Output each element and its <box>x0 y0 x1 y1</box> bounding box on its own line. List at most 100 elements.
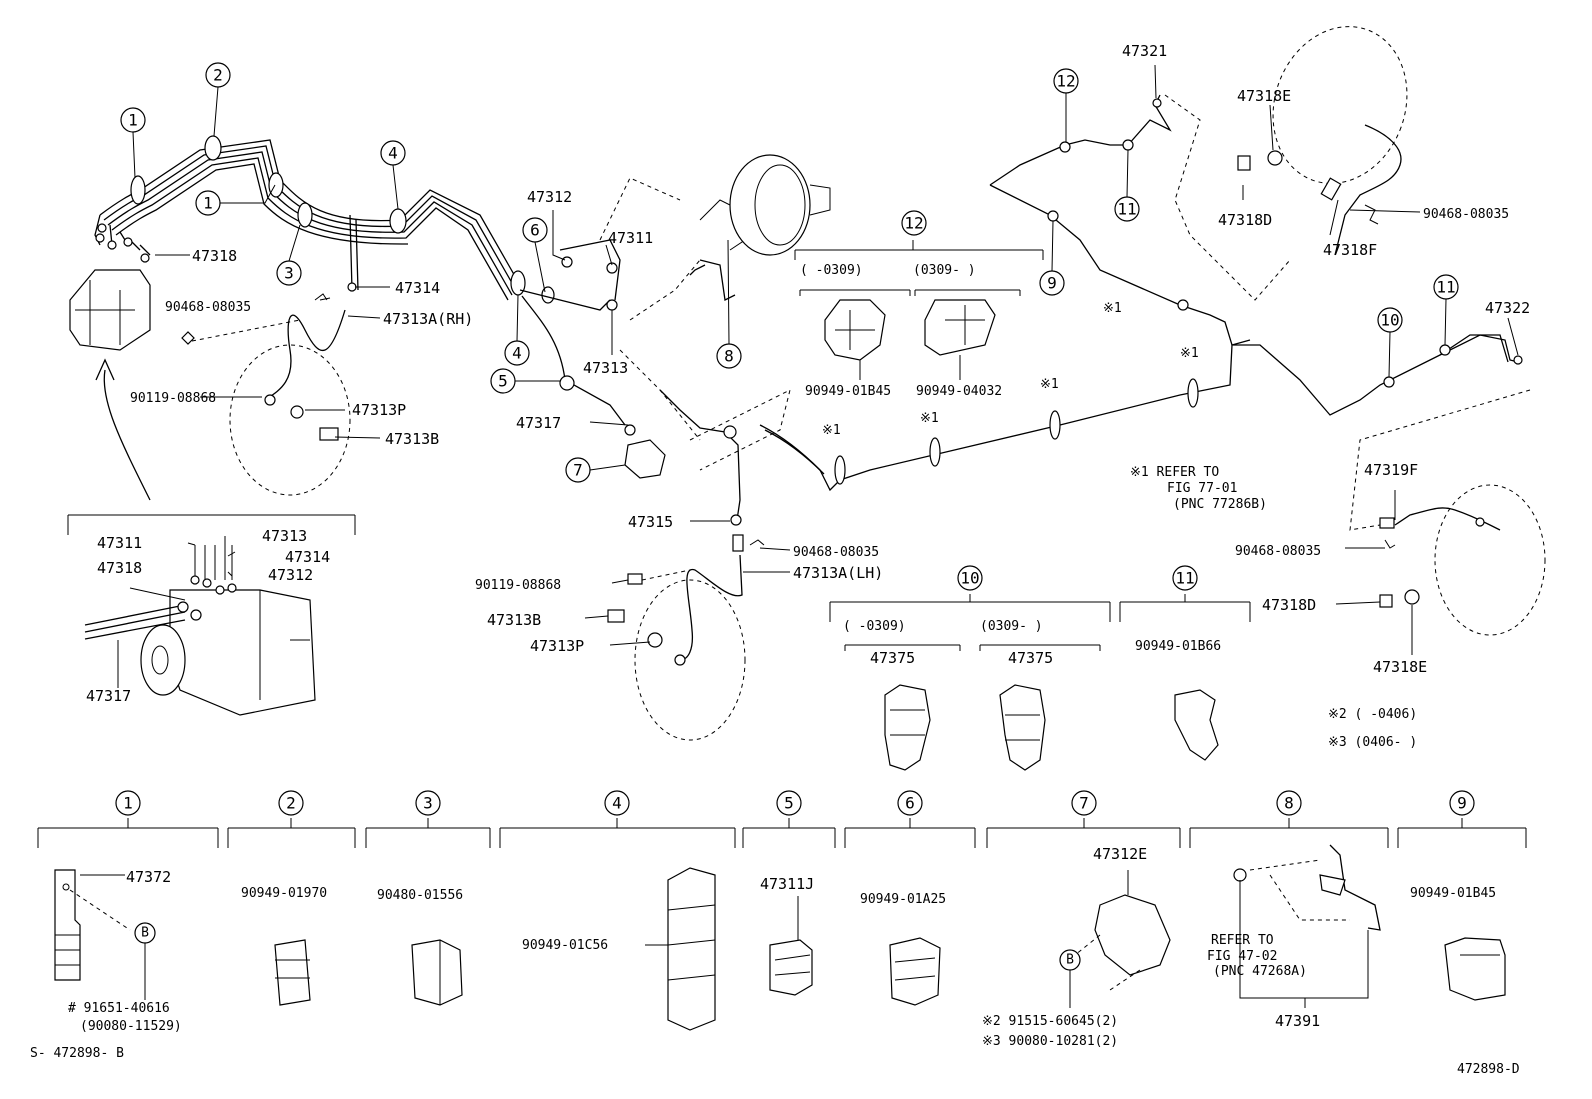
bottom-label-refer3: (PNC 47268A) <box>1213 964 1307 979</box>
label-47314: 47314 <box>395 279 440 297</box>
bottom-label-90949-01A25: 90949-01A25 <box>860 892 946 907</box>
label-90468-b: 90468-08035 <box>793 545 879 560</box>
label-47319F: 47319F <box>1364 461 1418 479</box>
label-47318E-a: 47318E <box>1237 87 1291 105</box>
callout-3a: 3 <box>284 264 294 283</box>
bottom-label-90949-01C56: 90949-01C56 <box>522 938 608 953</box>
label-47317: 47317 <box>516 414 561 432</box>
leader-lines <box>80 64 1519 1008</box>
inset-label-47314: 47314 <box>285 548 330 566</box>
bottom-label-47312E: 47312E <box>1093 845 1147 863</box>
callout-b-a: B <box>141 926 149 941</box>
callout-12b: 12 <box>1056 72 1075 91</box>
lh-brake-hose <box>607 514 765 741</box>
bottom-label-91651: # 91651-40616 <box>68 1001 170 1016</box>
bottom-brackets <box>37 818 1527 848</box>
label-star1-b: ※1 <box>1180 346 1199 361</box>
callout-9a: 9 <box>1047 274 1057 293</box>
label-47313B-b: 47313B <box>487 611 541 629</box>
label-refer-note-2: FIG 77-01 <box>1167 481 1237 496</box>
label-47312: 47312 <box>527 188 572 206</box>
label-47313P-a: 47313P <box>352 401 406 419</box>
label-47311: 47311 <box>608 229 653 247</box>
callout-4c: 4 <box>612 794 622 813</box>
callout-6b: 6 <box>905 794 915 813</box>
label-47318D-a: 47318D <box>1218 211 1272 229</box>
callout-5b: 5 <box>784 794 794 813</box>
label-47315: 47315 <box>628 513 673 531</box>
callout-4a: 4 <box>388 144 398 163</box>
abs-actuator-icon <box>69 269 151 501</box>
bottom-label-90949-01970: 90949-01970 <box>241 886 327 901</box>
bottom-label-90080: (90080-11529) <box>80 1019 182 1034</box>
bottom-label-90080-10281: ※3 90080-10281(2) <box>982 1034 1118 1049</box>
label-47318E-b: 47318E <box>1373 658 1427 676</box>
bottom-label-90949-01B45: 90949-01B45 <box>1410 886 1496 901</box>
label-47318-top: 47318 <box>192 247 237 265</box>
callout-5a: 5 <box>498 372 508 391</box>
callout-7a: 7 <box>573 461 583 480</box>
rear-pipes <box>989 26 1546 636</box>
callout-11a: 11 <box>1117 200 1136 219</box>
label-90949-01B66: 90949-01B66 <box>1135 639 1221 654</box>
bottom-label-refer2: FIG 47-02 <box>1207 949 1277 964</box>
label-refer-note-3: (PNC 77286B) <box>1173 497 1267 512</box>
inset-label-47311: 47311 <box>97 534 142 552</box>
label-47313A-RH: 47313A(RH) <box>383 310 473 328</box>
label-47313P-b: 47313P <box>530 637 584 655</box>
label-star1-e: ※1 <box>822 423 841 438</box>
callout-4b: 4 <box>512 344 522 363</box>
diagram-code-left: S- 472898- B <box>30 1046 124 1061</box>
label-47318F: 47318F <box>1323 241 1377 259</box>
label-star1-c: ※1 <box>1040 377 1059 392</box>
callout-7b: 7 <box>1079 794 1089 813</box>
label-g12-range1: ( -0309) <box>800 263 863 278</box>
bottom-label-91515: ※2 91515-60645(2) <box>982 1014 1118 1029</box>
label-47375-a: 47375 <box>870 649 915 667</box>
label-47322: 47322 <box>1485 299 1530 317</box>
callout-6a: 6 <box>530 221 540 240</box>
label-90468-c: 90468-08035 <box>1423 207 1509 222</box>
label-star1-a: ※1 <box>1103 301 1122 316</box>
inset-label-47312: 47312 <box>268 566 313 584</box>
callout-1b: 1 <box>203 194 213 213</box>
label-47313A-LH: 47313A(LH) <box>793 564 883 582</box>
bottom-label-47311J: 47311J <box>760 875 814 893</box>
label-47318D-b: 47318D <box>1262 596 1316 614</box>
abs-inset <box>67 514 356 716</box>
label-90119-b: 90119-08868 <box>475 578 561 593</box>
labels: 47318 47314 90468-08035 47313A(RH) 90119… <box>30 42 1530 1077</box>
callout-9b: 9 <box>1457 794 1467 813</box>
callout-2b: 2 <box>286 794 296 813</box>
label-g10-range1: ( -0309) <box>843 619 906 634</box>
inset-label-47317: 47317 <box>86 687 131 705</box>
callout-b-b: B <box>1066 953 1074 968</box>
label-90119-a: 90119-08868 <box>130 391 216 406</box>
label-90468-d: 90468-08035 <box>1235 544 1321 559</box>
label-90949-01B45-top: 90949-01B45 <box>805 384 891 399</box>
callout-2a: 2 <box>213 66 223 85</box>
callout-1a: 1 <box>128 111 138 130</box>
label-refer-note-1: ※1 REFER TO <box>1130 465 1219 480</box>
callout-8b: 8 <box>1284 794 1294 813</box>
bottom-label-90480: 90480-01556 <box>377 888 463 903</box>
label-47321: 47321 <box>1122 42 1167 60</box>
clamp-12-icons <box>794 240 1044 380</box>
callout-11c: 11 <box>1175 569 1194 588</box>
label-g12-range2: (0309- ) <box>913 263 976 278</box>
center-pipes <box>559 154 1251 521</box>
callout-12a: 12 <box>904 214 923 233</box>
callouts: 1 2 1 3 4 4 5 6 7 8 12 9 12 11 10 11 10 … <box>115 62 1475 971</box>
bottom-label-47391: 47391 <box>1275 1012 1320 1030</box>
bottom-label-refer1: REFER TO <box>1211 933 1274 948</box>
callout-8a: 8 <box>724 347 734 366</box>
callout-10b: 10 <box>960 569 979 588</box>
rh-brake-hose <box>181 293 351 496</box>
callout-11b: 11 <box>1436 278 1455 297</box>
label-47375-b: 47375 <box>1008 649 1053 667</box>
label-90468-a: 90468-08035 <box>165 300 251 315</box>
label-90949-04032: 90949-04032 <box>916 384 1002 399</box>
label-note2: ※2 ( -0406) <box>1328 707 1417 722</box>
inset-label-47318: 47318 <box>97 559 142 577</box>
